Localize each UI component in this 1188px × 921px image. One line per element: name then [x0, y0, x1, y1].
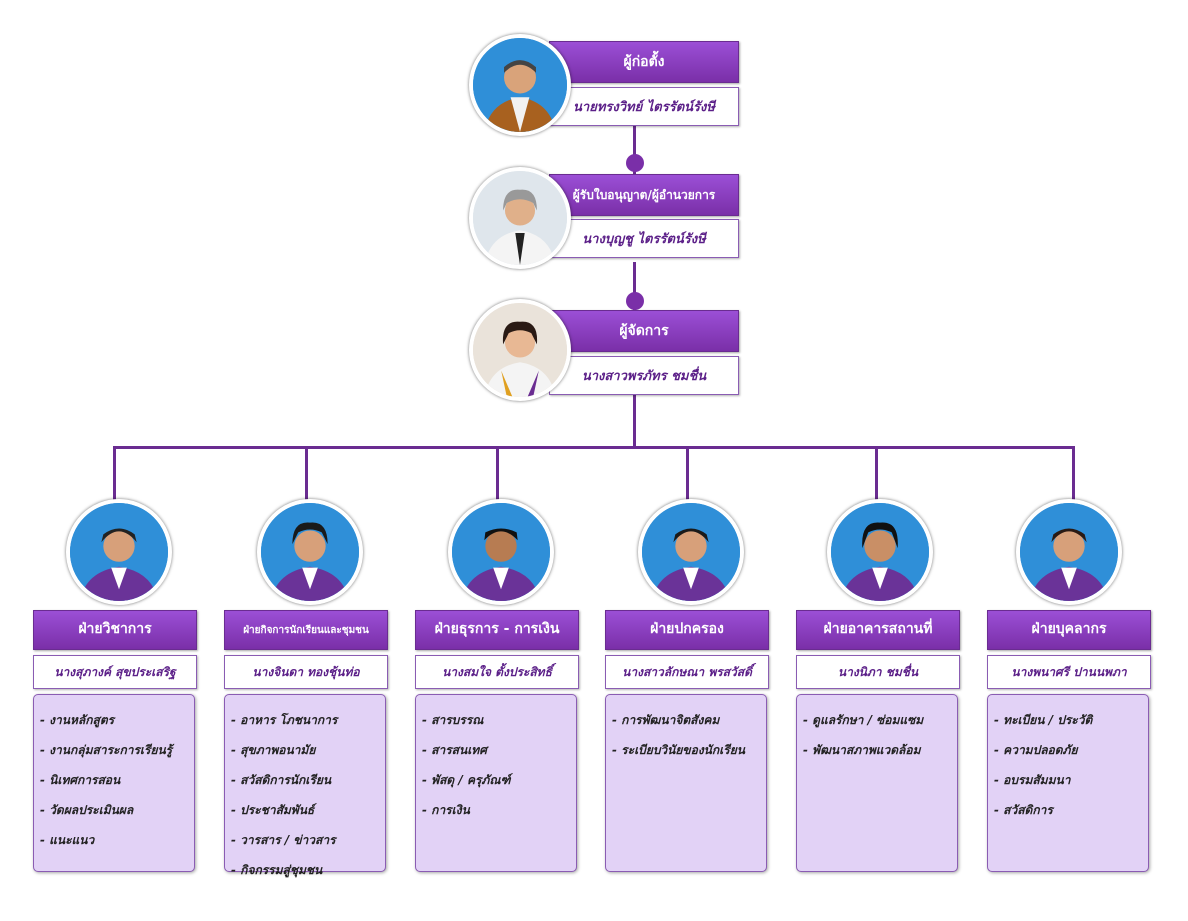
- dept-2-duty: อาหาร โภชนาการ: [231, 705, 385, 735]
- dept-1-duties: งานหลักสูตร งานกลุ่มสาระการเรียนรู้ นิเท…: [33, 694, 195, 872]
- connector-drop-3: [496, 446, 499, 502]
- connector-horizontal: [113, 446, 1075, 449]
- dept-6-duty: อบรมสัมมนา: [994, 765, 1148, 795]
- dept-2-duties: อาหาร โภชนาการ สุขภาพอนามัย สวัสดิการนัก…: [224, 694, 386, 877]
- dept-2-duty: สุขภาพอนามัย: [231, 735, 385, 765]
- dept-4-title: ฝ่ายปกครอง: [605, 610, 769, 650]
- connector-drop-1: [113, 446, 116, 502]
- dept-3-duty: การเงิน: [422, 795, 576, 825]
- dept-3-duty: สารบรรณ: [422, 705, 576, 735]
- connector-drop-6: [1072, 446, 1075, 502]
- founder-photo: [469, 34, 571, 136]
- dept-3-title: ฝ่ายธุรการ - การเงิน: [415, 610, 579, 650]
- dept-1-title: ฝ่ายวิชาการ: [33, 610, 197, 650]
- connector-drop-4: [686, 446, 689, 502]
- dept-3-duty: พัสดุ / ครุภัณฑ์: [422, 765, 576, 795]
- dept-3-duties: สารบรรณ สารสนเทศ พัสดุ / ครุภัณฑ์ การเงิ…: [415, 694, 577, 872]
- director-photo: [469, 167, 571, 269]
- dept-1-duty: วัดผลประเมินผล: [40, 795, 194, 825]
- dept-2-duty: กิจกรรมสู่ชุมชน: [231, 855, 385, 885]
- dept-6-duty: ทะเบียน / ประวัติ: [994, 705, 1148, 735]
- dept-6-title: ฝ่ายบุคลากร: [987, 610, 1151, 650]
- dept-4-duties: การพัฒนาจิตสังคม ระเบียบวินัยของนักเรียน: [605, 694, 767, 872]
- connector-drop-5: [875, 446, 878, 502]
- connector-dot-2: [626, 292, 644, 310]
- manager-name: นางสาวพรภัทร ชมชื่น: [549, 356, 739, 395]
- dept-2-photo: [257, 499, 363, 605]
- dept-6-duty: ความปลอดภัย: [994, 735, 1148, 765]
- dept-5-duty: พัฒนาสภาพแวดล้อม: [803, 735, 957, 765]
- dept-1-duty: งานกลุ่มสาระการเรียนรู้: [40, 735, 194, 765]
- dept-6-head: นางพนาศรี ปานนพภา: [987, 655, 1151, 689]
- connector-drop-2: [305, 446, 308, 502]
- dept-3-head: นางสมใจ ตั้งประสิทธิ์: [415, 655, 579, 689]
- dept-1-head: นางสุภางค์ สุขประเสริฐ: [33, 655, 197, 689]
- dept-2-duty: สวัสดิการนักเรียน: [231, 765, 385, 795]
- connector-top: [633, 124, 636, 174]
- dept-4-photo: [638, 499, 744, 605]
- founder-name: นายทรงวิทย์ ไตรรัตน์รังษี: [549, 87, 739, 126]
- dept-5-photo: [827, 499, 933, 605]
- dept-5-duty: ดูแลรักษา / ซ่อมแซม: [803, 705, 957, 735]
- dept-1-duty: งานหลักสูตร: [40, 705, 194, 735]
- dept-2-head: นางจินดา ทองชุ้นท่อ: [224, 655, 388, 689]
- dept-2-duty: ประชาสัมพันธ์: [231, 795, 385, 825]
- dept-6-duty: สวัสดิการ: [994, 795, 1148, 825]
- dept-6-photo: [1016, 499, 1122, 605]
- dept-2-duty: วารสาร / ข่าวสาร: [231, 825, 385, 855]
- dept-3-photo: [448, 499, 554, 605]
- dept-2-title: ฝ่ายกิจการนักเรียนและชุมชน: [224, 610, 388, 650]
- dept-5-title: ฝ่ายอาคารสถานที่: [796, 610, 960, 650]
- director-title: ผู้รับใบอนุญาต/ผู้อำนวยการ: [549, 174, 739, 216]
- connector-mid: [633, 262, 636, 312]
- dept-1-photo: [66, 499, 172, 605]
- manager-title: ผู้จัดการ: [549, 310, 739, 352]
- dept-5-head: นางนิภา ชมชื่น: [796, 655, 960, 689]
- dept-4-duty: ระเบียบวินัยของนักเรียน: [612, 735, 766, 765]
- dept-1-duty: แนะแนว: [40, 825, 194, 855]
- dept-5-duties: ดูแลรักษา / ซ่อมแซม พัฒนาสภาพแวดล้อม: [796, 694, 958, 872]
- dept-4-duty: การพัฒนาจิตสังคม: [612, 705, 766, 735]
- dept-4-head: นางสาวลักษณา พรสวัสดิ์: [605, 655, 769, 689]
- director-name: นางบุญชู ไตรรัตน์รังษี: [549, 219, 739, 258]
- dept-6-duties: ทะเบียน / ประวัติ ความปลอดภัย อบรมสัมมนา…: [987, 694, 1149, 872]
- dept-1-duty: นิเทศการสอน: [40, 765, 194, 795]
- connector-down: [633, 394, 636, 448]
- manager-photo: [469, 299, 571, 401]
- connector-dot-1: [626, 154, 644, 172]
- dept-3-duty: สารสนเทศ: [422, 735, 576, 765]
- founder-title: ผู้ก่อตั้ง: [549, 41, 739, 83]
